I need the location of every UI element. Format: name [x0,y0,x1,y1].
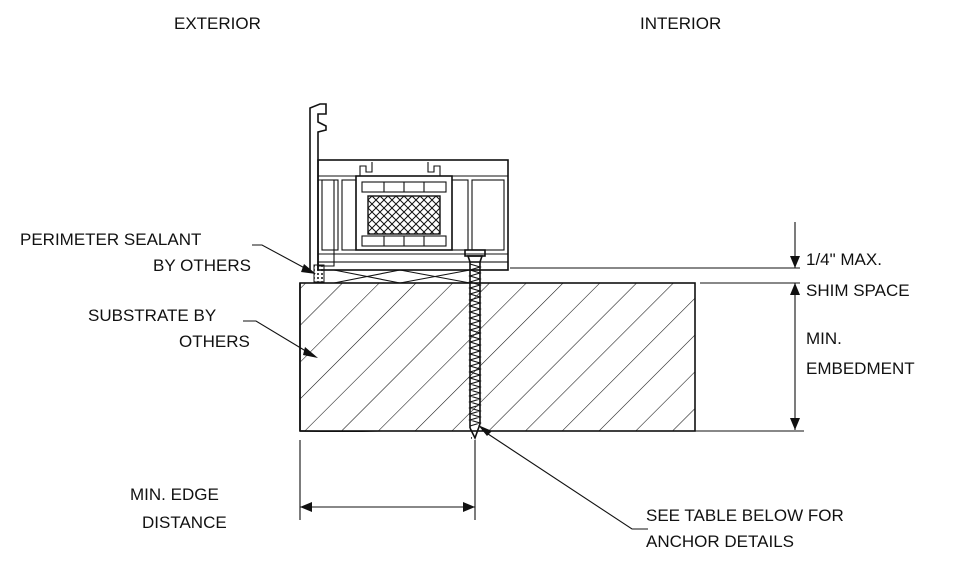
sealant-label-line1: PERIMETER SEALANT [20,230,201,249]
edge-distance-dimension [299,440,476,520]
substrate-label-line1: SUBSTRATE BY [88,306,216,325]
embedment-label-line1: MIN. [806,329,842,348]
see-table-label-line1: SEE TABLE BELOW FOR [646,506,844,525]
embedment-label-line2: EMBEDMENT [806,359,915,378]
sealant-label-line2: BY OTHERS [153,256,251,275]
substrate-leader [243,320,318,358]
substrate-block [299,282,696,442]
exterior-label: EXTERIOR [174,14,261,33]
anchor-screw [464,249,486,441]
substrate-label-line2: OTHERS [179,332,250,351]
shim-space-dimension [484,222,804,432]
anchor-leader [478,425,648,530]
shim-label-line2: SHIM SPACE [806,281,910,300]
window-frame-profile [309,103,509,284]
edge-label-line1: MIN. EDGE [130,485,219,504]
shim-label-line1: 1/4" MAX. [806,250,882,269]
edge-label-line2: DISTANCE [142,513,227,532]
sealant-leader [252,244,316,274]
interior-label: INTERIOR [640,14,721,33]
see-table-label-line2: ANCHOR DETAILS [646,532,794,551]
